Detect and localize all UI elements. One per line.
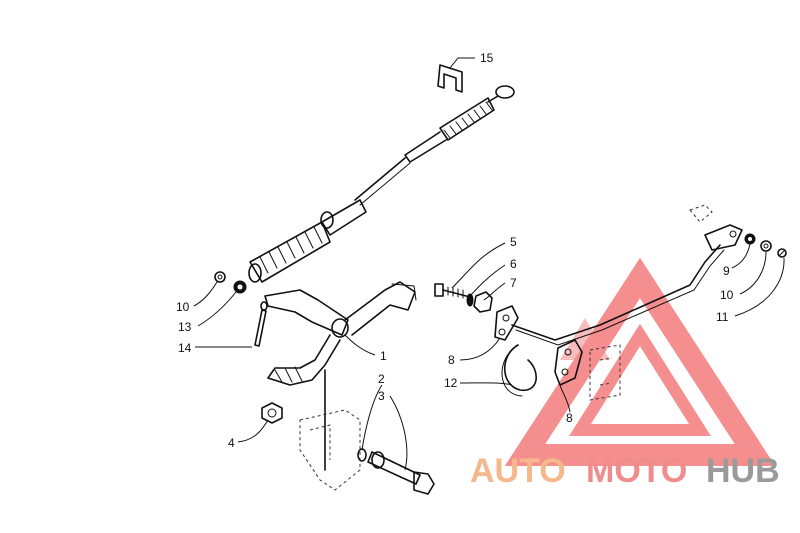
callout-8-lower: 8 [566, 411, 573, 425]
callout-5: 5 [510, 235, 517, 249]
washer-part-9 [744, 233, 756, 245]
callout-13: 13 [178, 320, 192, 334]
callout-2: 2 [378, 372, 385, 386]
shift-cable [248, 85, 515, 283]
clip-part-11 [777, 248, 787, 258]
pivot-bolt-part-3 [367, 451, 435, 495]
link-plate-part-8-lower [554, 339, 583, 386]
callout-8-upper: 8 [448, 353, 455, 367]
watermark-word-3: HUB [706, 452, 780, 490]
callout-4: 4 [228, 436, 235, 450]
callout-9: 9 [723, 264, 730, 278]
callout-10-right: 10 [720, 288, 734, 302]
linkage-rod-part-12 [501, 244, 725, 397]
frame-bracket [299, 409, 361, 491]
callout-1: 1 [380, 349, 387, 363]
bolt-part-5 [434, 283, 471, 299]
nut-part-7 [473, 291, 493, 313]
callout-labels: 15 5 6 7 8 12 8 9 10 11 10 13 14 1 2 3 4 [176, 51, 734, 450]
watermark-wordmark: AUTO MOTO HUB [470, 452, 780, 490]
washer-part-10-right [760, 240, 772, 252]
bushing-part-13 [233, 280, 247, 294]
washer-part-6 [466, 293, 474, 307]
callout-10-left: 10 [176, 300, 190, 314]
leader-lines [193, 57, 785, 471]
callout-6: 6 [510, 257, 517, 271]
nut-part-4 [261, 402, 283, 424]
washer-part-2 [357, 448, 367, 462]
callout-15: 15 [480, 51, 494, 65]
callout-12: 12 [444, 376, 458, 390]
callout-11: 11 [716, 310, 729, 324]
callout-14: 14 [178, 341, 192, 355]
clip-part-15 [437, 64, 463, 93]
pedal-part-1 [264, 281, 417, 386]
watermark-word-2: MOTO [586, 452, 687, 490]
watermark-word-1: AUTO [470, 452, 566, 490]
callout-3: 3 [378, 389, 385, 403]
callout-7: 7 [510, 276, 517, 290]
split-pin-part-14 [254, 301, 268, 347]
frame-bracket-right [589, 344, 621, 401]
watermark-logo [504, 257, 776, 466]
link-plate-part-8-upper [494, 305, 519, 341]
lever-end [689, 204, 743, 251]
washer-part-10-left [214, 271, 226, 283]
